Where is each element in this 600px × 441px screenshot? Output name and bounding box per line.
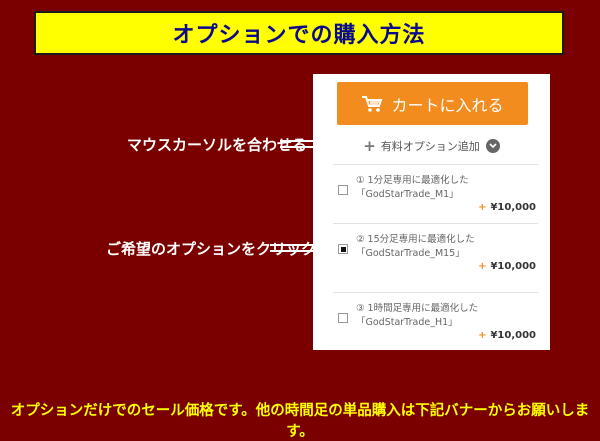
option-price-value-m15: ¥10,000 <box>490 261 536 272</box>
option-price-value-m1: ¥10,000 <box>490 202 536 213</box>
option-checkbox-m15[interactable] <box>338 244 348 254</box>
option-checkbox-m1[interactable] <box>338 185 348 195</box>
chevron-down-icon <box>485 139 500 153</box>
option-item-h1[interactable]: ③ 1時間足専用に最適化した「GodStarTrade_H1」 +¥10,000 <box>333 292 538 349</box>
option-name-h1: ③ 1時間足専用に最適化した「GodStarTrade_H1」 <box>356 303 479 328</box>
option-name-m1: ① 1分足専用に最適化した「GodStarTrade_M1」 <box>356 175 469 200</box>
double-arrow-icon <box>270 241 328 255</box>
footer-note: オプションだけでのセール価格です。他の時間足の単品購入は下記バナーからお願いしま… <box>10 403 590 440</box>
option-price-m1: +¥10,000 <box>478 202 536 213</box>
option-name-m15: ② 15分足専用に最適化した「GodStarTrade_M15」 <box>356 234 475 259</box>
option-item-m15[interactable]: ② 15分足専用に最適化した「GodStarTrade_M15」 +¥10,00… <box>333 223 538 280</box>
product-option-panel: カートに入れる + 有料オプション追加 ① 1分足専用に最適化した「GodSta… <box>313 74 550 350</box>
plus-icon: + <box>363 137 376 155</box>
option-item-m1[interactable]: ① 1分足専用に最適化した「GodStarTrade_M1」 +¥10,000 <box>333 164 538 221</box>
cart-icon <box>362 95 383 112</box>
paid-options-label: 有料オプション追加 <box>380 140 480 153</box>
add-to-cart-button[interactable]: カートに入れる <box>337 82 528 125</box>
hover-callout: マウスカーソルを合わせる <box>127 136 308 154</box>
option-price-h1: +¥10,000 <box>478 330 536 341</box>
add-to-cart-label: カートに入れる <box>391 95 504 115</box>
option-price-value-h1: ¥10,000 <box>490 330 536 341</box>
title-banner: オプションでの購入方法 <box>34 11 564 55</box>
click-callout: ご希望のオプションをクリック <box>106 240 317 258</box>
option-checkbox-h1[interactable] <box>338 313 348 323</box>
option-price-m15: +¥10,000 <box>478 261 536 272</box>
paid-options-toggle[interactable]: + 有料オプション追加 <box>313 136 550 156</box>
page-title: オプションでの購入方法 <box>172 23 426 48</box>
double-arrow-icon <box>280 137 350 151</box>
